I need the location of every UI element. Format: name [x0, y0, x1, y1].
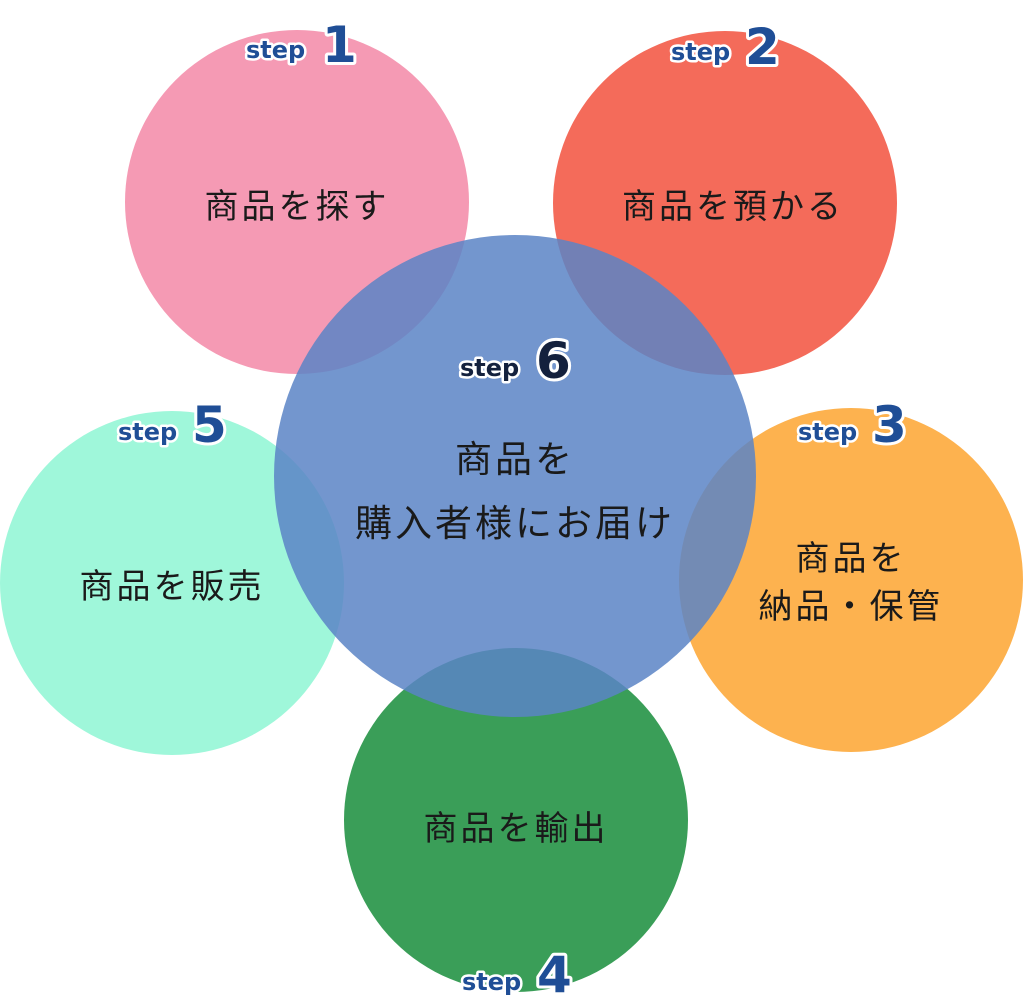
step1-label: step 1 [244, 13, 360, 77]
step3-text-line2: 納品・保管 [759, 587, 944, 627]
step6-text-line2: 購入者様にお届け [355, 502, 675, 545]
step4-circle [344, 648, 688, 992]
step1-label-number: 1 [322, 16, 357, 74]
step2-text: 商品を預かる [622, 187, 844, 227]
step5-label: step 5 [116, 393, 230, 457]
step6-text-line1: 商品を [455, 438, 575, 481]
step5-text: 商品を販売 [80, 567, 265, 607]
step3-label: step 3 [796, 393, 910, 457]
step3-label-word: step [798, 418, 857, 446]
step6-label-number: 6 [536, 332, 571, 390]
step4-text: 商品を輸出 [424, 809, 609, 849]
step6-label: step 6 [458, 329, 574, 393]
step3-circle [679, 408, 1023, 752]
step3-label-number: 3 [872, 396, 907, 454]
step3-text-line1: 商品を [796, 539, 907, 579]
step2-label: step 2 [669, 15, 783, 79]
step2-label-number: 2 [745, 18, 780, 76]
step5-circle [0, 411, 344, 755]
step5-label-word: step [118, 418, 177, 446]
step5-label-number: 5 [192, 396, 227, 454]
step4-label-word: step [462, 968, 521, 996]
step2-label-word: step [671, 38, 730, 66]
step4-label-number: 4 [537, 946, 572, 1004]
step1-label-word: step [246, 36, 305, 64]
step6-label-word: step [460, 354, 519, 382]
step6-circle [274, 235, 756, 717]
step4-label: step 4 [460, 943, 575, 1004]
step1-text: 商品を探す [205, 187, 390, 227]
